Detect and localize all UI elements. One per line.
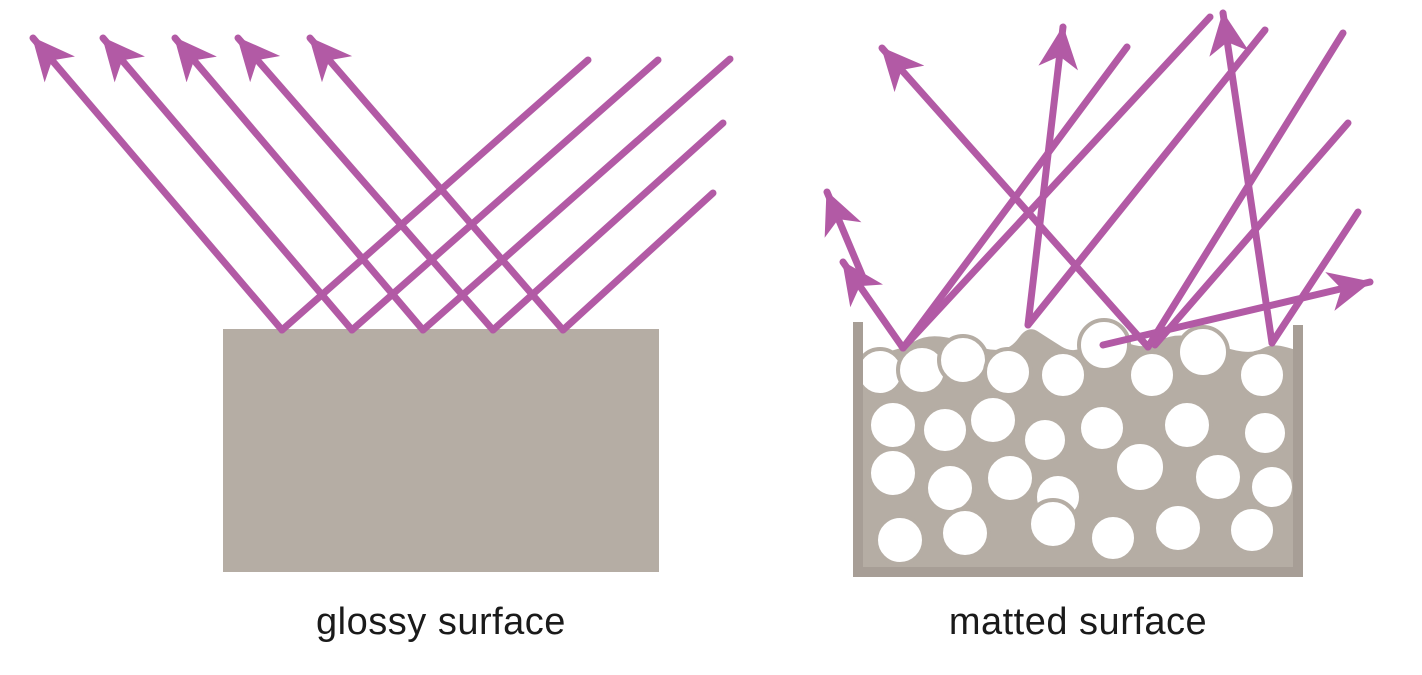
incident-light-ray [1268,208,1362,347]
matte-particle-circle [867,447,919,499]
matted-surface-label: matted surface [948,601,1208,643]
reflected-light-ray-arrow [171,34,427,334]
matte-particle-circle [1127,350,1177,400]
matte-particle-circle [1038,350,1088,400]
matte-particle-circle [920,405,970,455]
matte-particle-circle [1248,463,1296,511]
incident-light-ray [899,13,1214,352]
reflected-light-ray-arrow [234,34,497,334]
matte-particle-circle [1227,505,1277,555]
reflected-light-ray-arrow [1099,272,1374,349]
reflected-light-ray-arrow [823,188,866,279]
matte-particle-circle [1152,502,1204,554]
incident-light-ray [1151,119,1352,349]
reflected-light-ray-arrow [306,34,567,334]
matte-particle-circle [1077,403,1127,453]
incident-light-ray [278,56,592,334]
glossy-surface-label: glossy surface [316,601,566,643]
matte-particle-circle [1241,409,1289,457]
matte-particle-circle [1237,350,1287,400]
matte-particle-circle [1027,498,1079,550]
container-wall [853,322,863,577]
matte-particle-circle [1161,399,1213,451]
matte-particle-circle [1021,416,1069,464]
matte-particle-circle [937,334,989,386]
incident-light-ray [1024,26,1269,329]
matte-particle-circle [967,394,1019,446]
matte-particle-circle [1113,440,1167,494]
matte-particle-circle [1088,513,1138,563]
reflected-light-ray-arrow [878,44,1152,351]
incident-light-ray [1144,29,1347,351]
incident-light-ray [559,189,717,334]
matte-particle-circle [1192,451,1244,503]
matte-particle-circle [924,462,976,514]
matte-particle-circle [1176,325,1230,379]
reflected-light-ray-arrow [99,34,356,334]
reflected-light-ray-arrow [839,258,907,352]
reflected-light-ray-arrow [1209,9,1276,347]
reflected-light-ray-arrow [1024,23,1078,329]
reflected-light-ray-arrow [29,34,286,334]
incident-light-ray [489,119,727,334]
matte-particle-circle [984,452,1036,504]
glossy-panel [29,34,734,572]
matte-particle-circle [874,514,926,566]
incident-light-ray [419,55,734,334]
container-wall [1293,325,1303,577]
matted-panel [823,9,1374,577]
matte-particle-circle [983,347,1033,397]
glossy-surface-block [223,329,659,572]
matte-particle-circle [939,507,991,559]
container-wall [853,567,1303,577]
matte-particle-circle [867,399,919,451]
incident-light-ray [348,56,662,334]
